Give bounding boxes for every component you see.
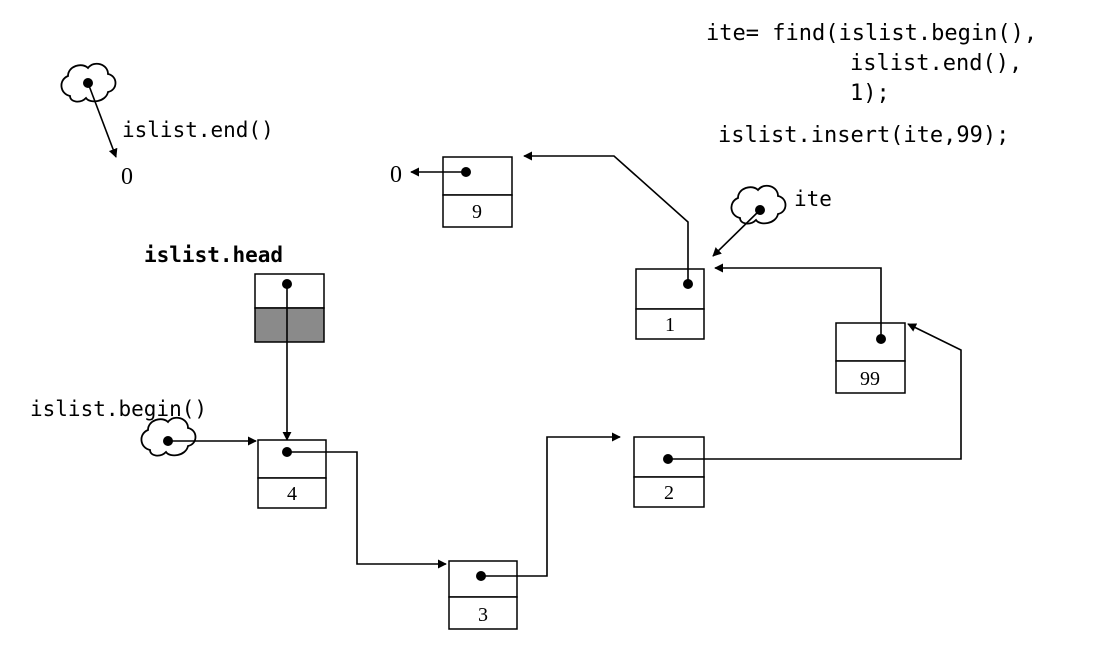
head-label: islist.head	[144, 243, 283, 267]
node-3-value: 3	[478, 604, 488, 626]
head-node	[254, 273, 325, 343]
node-4-next-arrow	[287, 451, 447, 569]
end-iterator-arrow	[87, 82, 118, 158]
code-line-4: islist.insert(ite,99);	[718, 123, 1009, 148]
node-1-next-arrow	[523, 151, 689, 284]
node-9-value-cell	[442, 194, 513, 228]
node-2: 2	[633, 436, 705, 508]
code-line-3: 1);	[850, 81, 890, 106]
code-line-1: ite= find(islist.begin(),	[706, 21, 1037, 46]
node-4-value: 4	[287, 483, 297, 505]
node-99-next-arrow	[714, 263, 882, 339]
head-pointer-cell	[254, 273, 325, 309]
node-3-value-cell	[448, 596, 518, 630]
ite-iterator-cloud-icon	[730, 184, 787, 225]
node-2-pointer-cell	[633, 436, 705, 478]
node-4-pointer-cell	[257, 439, 327, 479]
ite-label: ite	[794, 187, 832, 211]
node-1-value: 1	[665, 314, 675, 336]
node-3-next-arrow	[481, 432, 621, 577]
node-9-null: 0	[390, 162, 402, 188]
code-line-2: islist.end(),	[850, 51, 1022, 76]
node-3: 3	[448, 560, 518, 630]
node-9-value: 9	[472, 201, 482, 223]
node-2-value-cell	[633, 476, 705, 508]
node-9: 9	[442, 156, 513, 228]
end-iterator-null: 0	[121, 164, 133, 190]
node-2-next-arrow	[668, 323, 962, 460]
node-4-value-cell	[257, 477, 327, 509]
node-99-value-cell	[835, 360, 906, 394]
ite-iterator-group: ite	[712, 184, 832, 257]
node-9-pointer-cell	[442, 156, 513, 196]
node-1: 1	[635, 268, 705, 340]
code-block: ite= find(islist.begin(), islist.end(), …	[706, 21, 1037, 148]
begin-iterator-group	[140, 416, 257, 457]
node-4: 4	[257, 439, 327, 509]
head-shaded-cell	[254, 307, 325, 343]
node-99-pointer-cell	[835, 322, 906, 362]
node-99-value: 99	[860, 368, 880, 390]
node-99: 99	[835, 322, 906, 394]
node-1-value-cell	[635, 308, 705, 340]
end-iterator-group: islist.end() 0	[60, 62, 274, 190]
ite-iterator-arrow	[712, 209, 761, 257]
node-1-pointer-cell	[635, 268, 705, 310]
node-2-value: 2	[664, 482, 674, 504]
end-iterator-label: islist.end()	[122, 118, 274, 142]
